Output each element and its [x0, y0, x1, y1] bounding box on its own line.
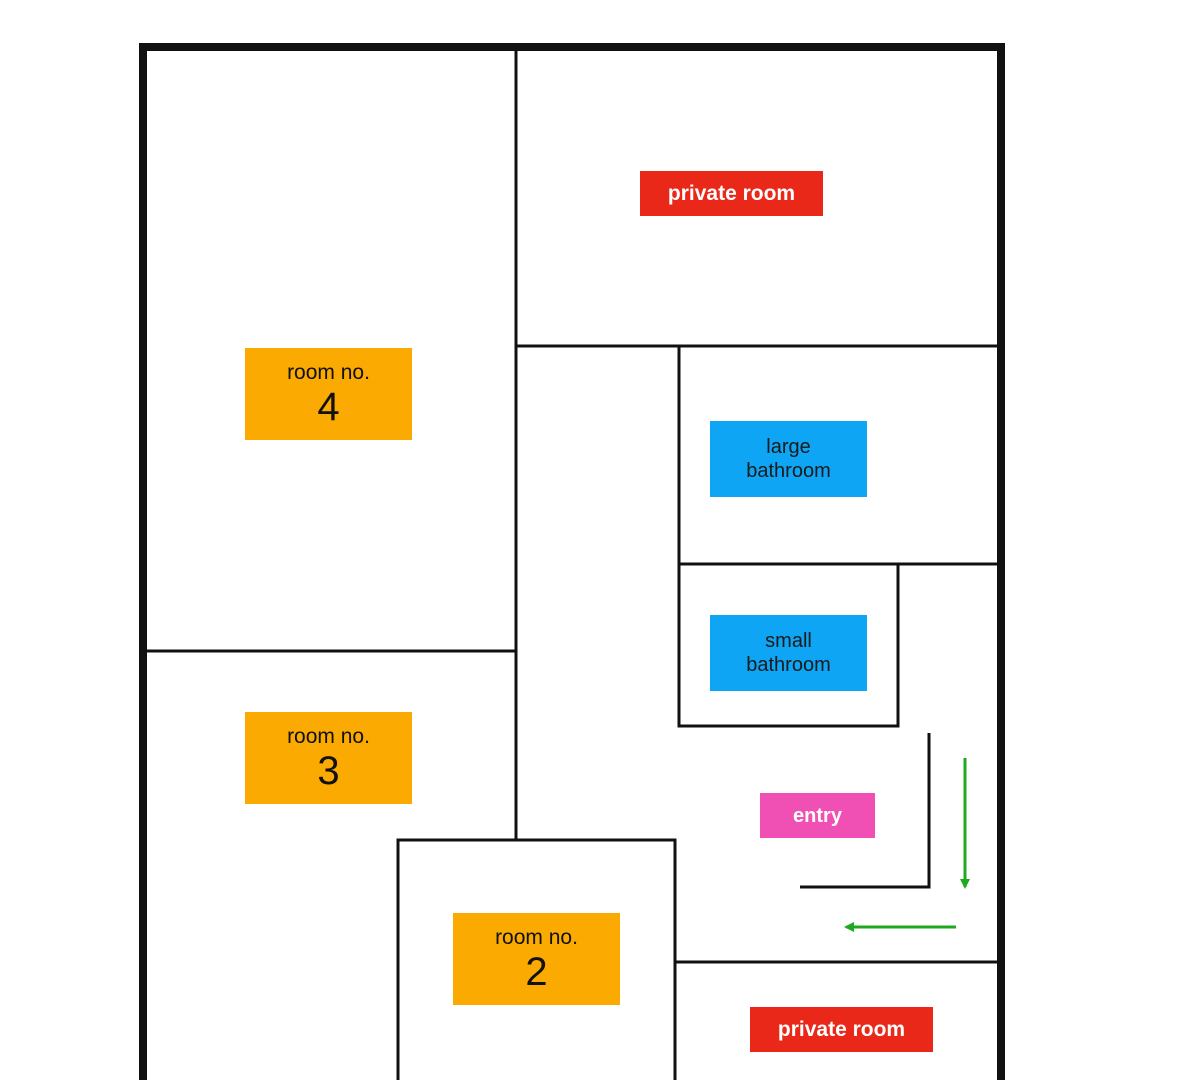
- room-3-label: room no. 3: [245, 712, 412, 804]
- room-4-number: 4: [317, 384, 340, 429]
- small-bathroom-label: small bathroom: [710, 615, 867, 691]
- room-2-caption: room no.: [495, 926, 578, 950]
- small-bathroom-line2: bathroom: [746, 654, 831, 676]
- entry-text: entry: [793, 804, 842, 827]
- room-4-label: room no. 4: [245, 348, 412, 440]
- wall-small-bathroom: [677, 562, 900, 728]
- wall-room2: [396, 838, 677, 1080]
- room-4-caption: room no.: [287, 361, 370, 385]
- private-room-bottom-label: private room: [750, 1007, 933, 1052]
- room-2-label: room no. 2: [453, 913, 620, 1005]
- interior-walls: [143, 47, 1003, 1080]
- small-bathroom-line1: small: [765, 630, 812, 652]
- room-3-number: 3: [317, 748, 340, 793]
- entry-label: entry: [760, 793, 875, 838]
- wall-entry-corner: [800, 733, 931, 889]
- large-bathroom-line2: bathroom: [746, 460, 831, 482]
- room-3-caption: room no.: [287, 725, 370, 749]
- large-bathroom-label: large bathroom: [710, 421, 867, 497]
- private-room-top-text: private room: [667, 181, 796, 205]
- private-room-top-label: private room: [640, 171, 823, 216]
- room-2-number: 2: [525, 949, 548, 994]
- private-room-bottom-text: private room: [777, 1017, 906, 1041]
- large-bathroom-line1: large: [766, 436, 811, 458]
